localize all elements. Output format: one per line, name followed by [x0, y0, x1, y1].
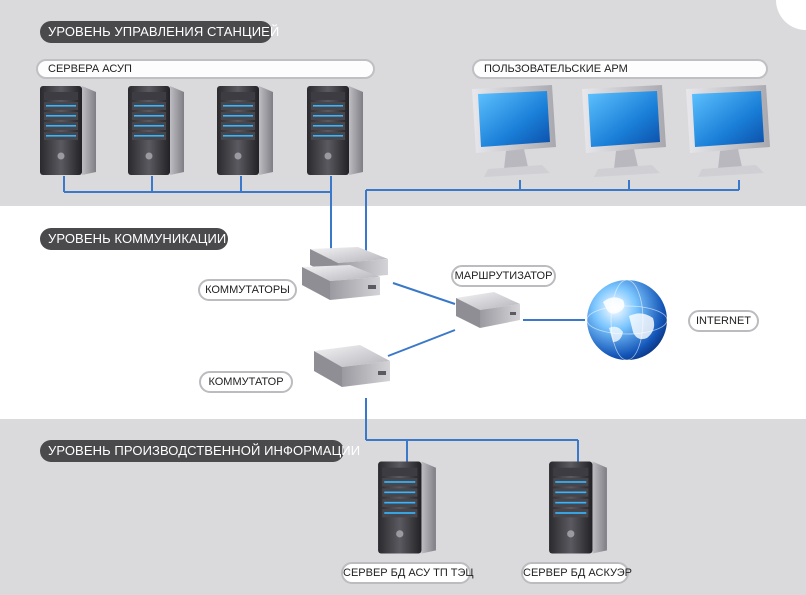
internet-label: INTERNET	[688, 310, 759, 332]
user-workstations-group-label: ПОЛЬЗОВАТЕЛЬСКИЕ АРМ	[472, 59, 768, 79]
server-tower-icon	[128, 86, 184, 175]
server-tower-icon	[307, 86, 363, 175]
level-production-info-label: УРОВЕНЬ ПРОИЗВОДСТВЕННОЙ ИНФОРМАЦИИ	[40, 440, 360, 462]
monitor-icon	[582, 85, 666, 177]
monitor-icon	[472, 85, 556, 177]
switch-icon	[314, 345, 390, 387]
router-icon	[456, 292, 520, 328]
switches-router-link	[392, 282, 456, 305]
monitor-icon	[686, 85, 770, 177]
switches-icon	[302, 247, 388, 300]
db-server-tower-icon	[378, 461, 436, 554]
switches-label: КОММУТАТОРЫ	[198, 279, 297, 301]
db-server-askue-label: СЕРВЕР БД АСКУЭР	[521, 562, 632, 584]
switch-router-link	[387, 329, 456, 357]
db-server-asu-label: СЕРВЕР БД АСУ ТП ТЭЦ	[341, 562, 474, 584]
db-server-tower-icon	[549, 461, 607, 554]
level-station-control-label: УРОВЕНЬ УПРАВЛЕНИЯ СТАНЦИЕЙ	[40, 21, 279, 43]
router-label: МАРШРУТИЗАТОР	[451, 265, 556, 287]
globe-icon	[586, 279, 668, 361]
switch-label: КОММУТАТОР	[199, 371, 293, 393]
level-communication-label: УРОВЕНЬ КОММУНИКАЦИИ	[40, 228, 228, 250]
server-tower-icon	[217, 86, 273, 175]
asup-servers-group-label: СЕРВЕРА АСУП	[36, 59, 375, 79]
server-tower-icon	[40, 86, 96, 175]
